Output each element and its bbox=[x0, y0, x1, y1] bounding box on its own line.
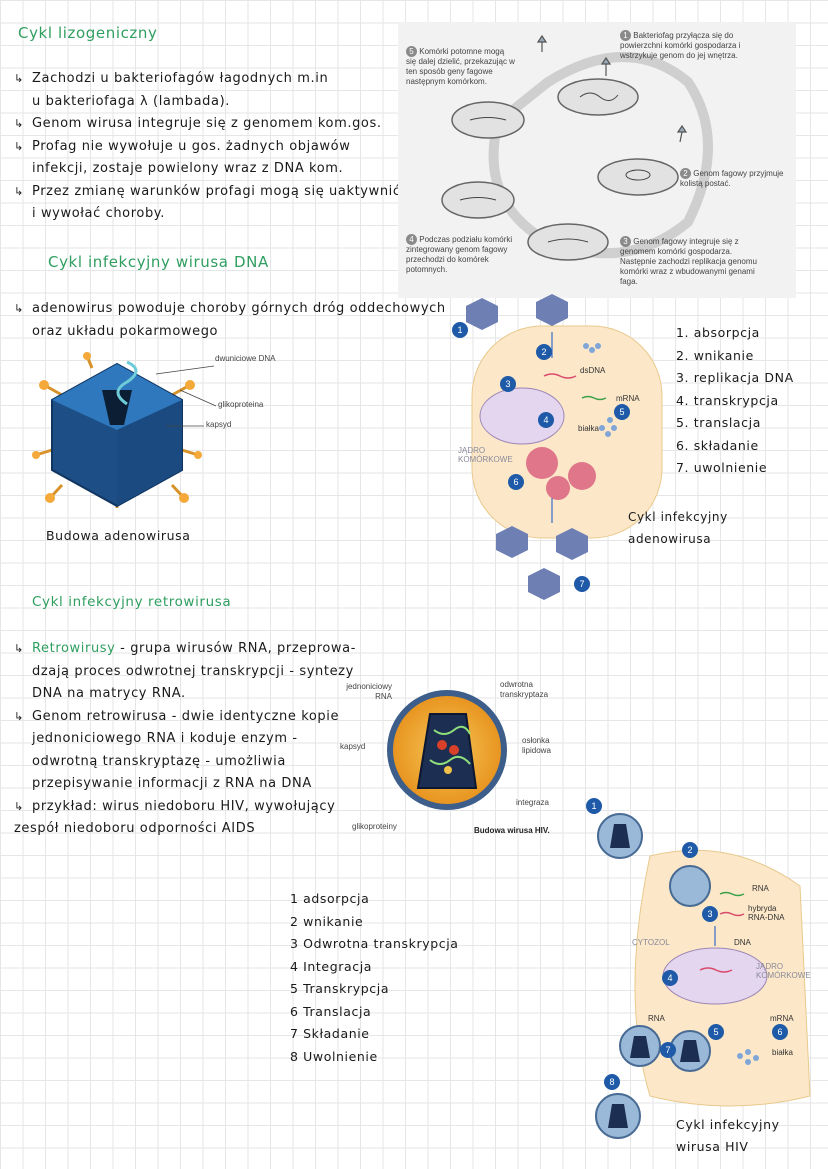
lysogenic-cycle-graphic bbox=[441, 34, 713, 261]
lysogenic-title: Cykl lizogeniczny bbox=[18, 24, 158, 42]
cycle-step-badge: 2 bbox=[536, 344, 552, 360]
step-item: 7 Składanie bbox=[290, 1026, 370, 1041]
label-mrna: mRNA bbox=[616, 394, 640, 403]
adenovirus-steps: 1. absorpcja 2. wnikanie 3. replikacja D… bbox=[676, 322, 794, 480]
lysogenic-step-1: 1 Bakteriofag przyłącza się do powierzch… bbox=[620, 30, 741, 60]
note-line: zespół niedoboru odporności AIDS bbox=[14, 821, 256, 836]
step-item: 3 Odwrotna transkrypcja bbox=[290, 936, 459, 951]
step-item: 6. składanie bbox=[676, 437, 759, 453]
caption-line: wirusa HIV bbox=[676, 1139, 749, 1154]
lysogenic-step-5: 5 Komórki potomne mogą się dalej dzielić… bbox=[406, 46, 515, 86]
label-proteins: białka bbox=[578, 424, 599, 433]
step-item: 6 Translacja bbox=[290, 1003, 372, 1019]
label-rt: odwrotna transkryptaza bbox=[500, 680, 549, 699]
note-line: infekcji, zostaje powielony wraz z DNA k… bbox=[32, 161, 344, 176]
step-item: 4. transkrypcja bbox=[676, 392, 779, 408]
retro-steps: 1 adsorpcja 2 wnikanie 3 Odwrotna transk… bbox=[290, 888, 459, 1068]
note-line: przepisywanie informacji z RNA na DNA bbox=[32, 776, 312, 791]
hiv-cycle-graphic bbox=[595, 813, 811, 1139]
step-item: 1 adsorpcja bbox=[290, 891, 370, 906]
cycle-step-badge: 7 bbox=[660, 1042, 676, 1058]
cycle-step-badge: 4 bbox=[662, 970, 678, 986]
adenovirus-cycle-caption: Cykl infekcyjny adenowirusa bbox=[628, 506, 728, 550]
label-envelope: osłonka lipidowa bbox=[522, 736, 551, 755]
label-dna: dwuniciowe DNA bbox=[215, 354, 276, 363]
note-line: ↳Genom wirusa integruje się z genomem ko… bbox=[14, 116, 382, 131]
caption-line: Cykl infekcyjny bbox=[628, 510, 728, 524]
step-item: 8 Uwolnienie bbox=[290, 1048, 378, 1064]
cycle-step-badge: 7 bbox=[574, 576, 590, 592]
adenovirus-structure bbox=[32, 352, 202, 508]
label-glycoproteins: glikoproteiny bbox=[352, 822, 397, 831]
note-line: u bakteriofaga λ (lambada). bbox=[32, 93, 230, 109]
cycle-step-badge: 3 bbox=[500, 376, 516, 392]
note-line: ↳przykład: wirus niedoboru HIV, wywołują… bbox=[14, 798, 336, 814]
step-item: 2. wnikanie bbox=[676, 347, 754, 363]
label-capsid-hiv: kapsyd bbox=[340, 742, 366, 751]
step-item: 2 wnikanie bbox=[290, 913, 364, 929]
label-dna-hiv: DNA bbox=[734, 938, 751, 947]
note-line: DNA na matrycy RNA. bbox=[32, 686, 186, 701]
label-ssrna: jednoniciowy RNA bbox=[346, 682, 392, 701]
label-glycoprotein: glikoproteina bbox=[218, 400, 264, 409]
caption-line: adenowirusa bbox=[628, 532, 712, 546]
step-item: 5. translacja bbox=[676, 415, 761, 430]
note-line: oraz układu pokarmowego bbox=[32, 323, 219, 339]
step-item: 5 Transkrypcja bbox=[290, 981, 390, 996]
cycle-step-badge: 6 bbox=[508, 474, 524, 490]
retro-title: Cykl infekcyjny retrowirusa bbox=[32, 594, 232, 610]
label-mrna-hiv: mRNA bbox=[770, 1014, 794, 1023]
label-proteins-hiv: białka bbox=[772, 1048, 793, 1057]
cycle-step-badge: 6 bbox=[772, 1024, 788, 1040]
label-capsid: kapsyd bbox=[206, 420, 232, 429]
label-rna: RNA bbox=[752, 884, 769, 893]
label-nucleus-hiv: JĄDRO KOMÓRKOWE bbox=[756, 962, 811, 980]
note-line: odwrotną transkryptazę - umożliwia bbox=[32, 753, 286, 769]
label-dsdna: dsDNA bbox=[580, 366, 606, 375]
label-hybrid: hybryda RNA-DNA bbox=[748, 904, 785, 922]
note-line: ↳Genom retrowirusa - dwie identyczne kop… bbox=[14, 708, 340, 724]
hiv-structure bbox=[387, 690, 507, 810]
note-line: ↳Profag nie wywołuje u gos. żadnych obja… bbox=[14, 138, 351, 154]
hiv-cycle-caption: Cykl infekcyjny wirusa HIV bbox=[676, 1114, 780, 1158]
lysogenic-step-4: 4 Podczas podziału komórki zintegrowany … bbox=[406, 234, 513, 274]
label-nucleus: JĄDRO KOMÓRKOWE bbox=[458, 446, 513, 464]
lysogenic-step-3: 3 Genom fagowy integruje się z genomem k… bbox=[620, 236, 757, 286]
note-line: ↳Retrowirusy - grupa wirusów RNA, przepr… bbox=[14, 641, 357, 656]
step-item: 4 Integracja bbox=[290, 958, 373, 974]
cycle-step-badge: 2 bbox=[682, 842, 698, 858]
lysogenic-step-2: 2 Genom fagowy przyjmuje kolistą postać. bbox=[680, 168, 784, 188]
structure-leader-lines bbox=[155, 365, 217, 427]
hiv-structure-caption: Budowa wirusa HIV. bbox=[474, 826, 550, 835]
caption-line: Cykl infekcyjny bbox=[676, 1117, 780, 1132]
note-line: i wywołać choroby. bbox=[32, 206, 165, 221]
step-item: 1. absorpcja bbox=[676, 325, 760, 340]
lysogenic-diagram: 1 Bakteriofag przyłącza się do powierzch… bbox=[398, 22, 796, 298]
step-item: 7. uwolnienie bbox=[676, 460, 768, 475]
cycle-step-badge: 8 bbox=[604, 1074, 620, 1090]
cycle-step-badge: 1 bbox=[586, 798, 602, 814]
dna-virus-title: Cykl infekcyjny wirusa DNA bbox=[48, 253, 269, 271]
note-line: dzają proces odwrotnej transkrypcji - sy… bbox=[32, 663, 354, 679]
label-cytosol: CYTOZOL bbox=[632, 938, 670, 947]
cycle-step-badge: 4 bbox=[538, 412, 554, 428]
note-line: ↳Przez zmianę warunków profagi mogą się … bbox=[14, 183, 401, 199]
note-line: jednoniciowego RNA i koduje enzym - bbox=[32, 731, 298, 746]
note-line: ↳adenowirus powoduje choroby górnych dró… bbox=[14, 301, 446, 316]
label-integrase: integraza bbox=[516, 798, 549, 807]
label-rna-2: RNA bbox=[648, 1014, 665, 1023]
cycle-step-badge: 3 bbox=[702, 906, 718, 922]
note-line: ↳Zachodzi u bakteriofagów łagodnych m.in bbox=[14, 71, 329, 86]
retro-notes: ↳Retrowirusy - grupa wirusów RNA, przepr… bbox=[14, 638, 356, 841]
step-item: 3. replikacja DNA bbox=[676, 370, 794, 385]
cycle-step-badge: 5 bbox=[708, 1024, 724, 1040]
cycle-step-badge: 5 bbox=[614, 404, 630, 420]
cycle-step-badge: 1 bbox=[452, 322, 468, 338]
lysogenic-notes: ↳Zachodzi u bakteriofagów łagodnych m.in… bbox=[14, 68, 401, 226]
adenovirus-caption: Budowa adenowirusa bbox=[46, 528, 191, 543]
dna-virus-notes: ↳adenowirus powoduje choroby górnych dró… bbox=[14, 298, 446, 343]
